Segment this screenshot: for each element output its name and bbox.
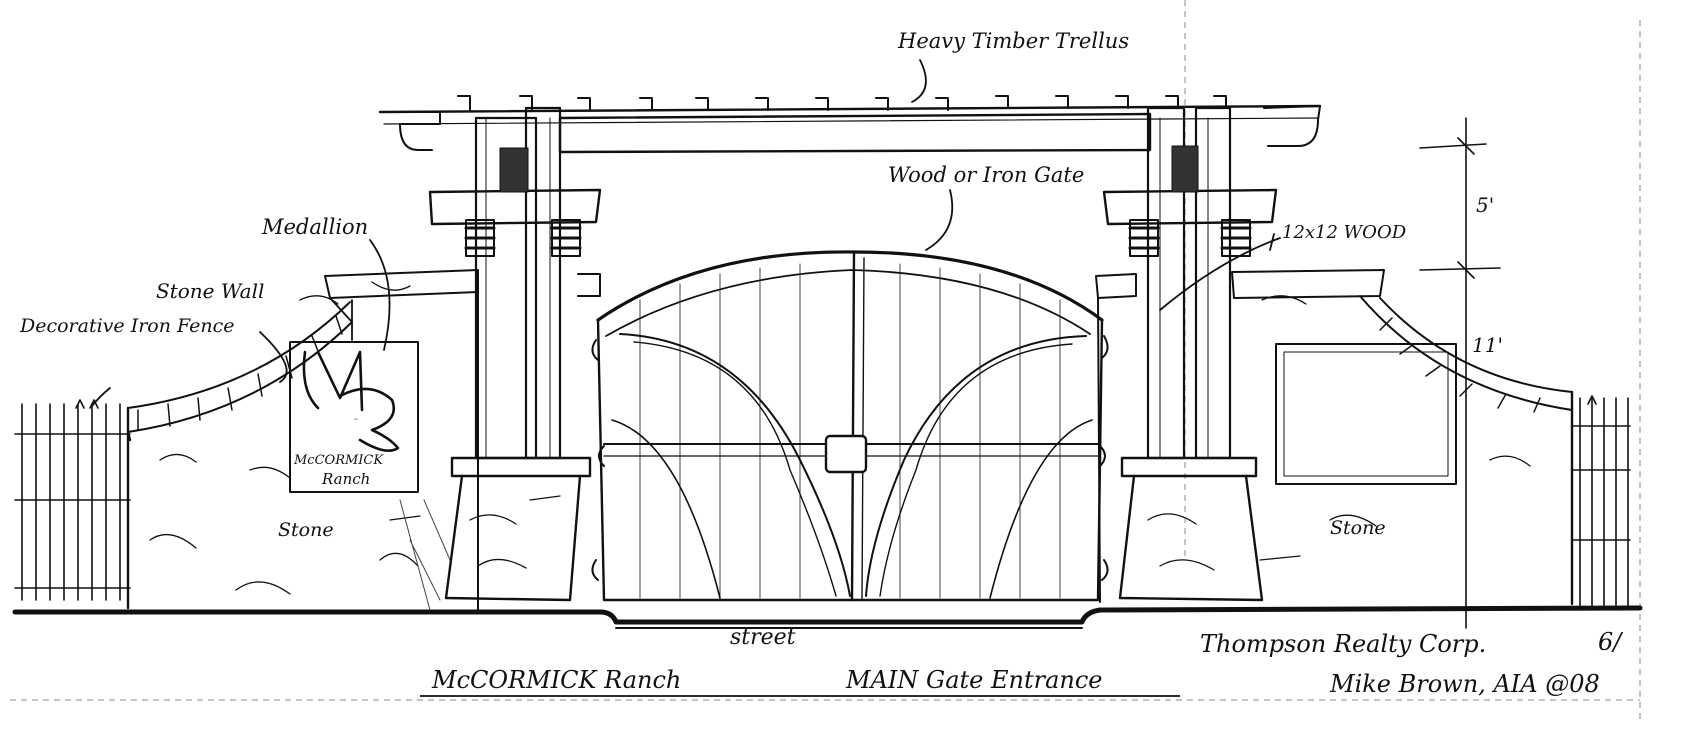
medallion-line1: McCORMICK bbox=[293, 453, 384, 468]
label-gate: Wood or Iron Gate bbox=[888, 163, 1084, 187]
pillar-left bbox=[428, 106, 602, 602]
medallion-monogram: MR bbox=[353, 419, 358, 421]
label-wood-post: 12x12 WOOD bbox=[1282, 222, 1407, 243]
client-name: Thompson Realty Corp. bbox=[1200, 630, 1486, 658]
stone-wall-right bbox=[1095, 269, 1574, 606]
label-street: street bbox=[730, 625, 796, 650]
dimension-upper: 5' bbox=[1476, 193, 1494, 217]
title-block: McCORMICK Ranch MAIN Gate Entrance Thomp… bbox=[420, 628, 1624, 698]
sheet-number: 6/ bbox=[1598, 628, 1624, 656]
label-trellis: Heavy Timber Trellus bbox=[897, 29, 1129, 53]
dimension-lower: 11' bbox=[1472, 333, 1503, 357]
pillar-right bbox=[1102, 106, 1278, 602]
medallion-line2: Ranch bbox=[321, 470, 370, 488]
label-stone-wall: Stone Wall bbox=[156, 279, 264, 303]
trellis bbox=[378, 95, 1322, 154]
label-iron-fence: Decorative Iron Fence bbox=[19, 315, 235, 337]
label-stone-right: Stone bbox=[1330, 517, 1386, 539]
iron-fence-right bbox=[1571, 395, 1631, 607]
project-title: McCORMICK Ranch bbox=[431, 666, 681, 694]
sheet-title: MAIN Gate Entrance bbox=[845, 666, 1102, 694]
dimension-lines bbox=[1419, 117, 1501, 629]
ground-line bbox=[12, 605, 1643, 629]
label-stone-left: Stone bbox=[278, 519, 334, 541]
iron-fence-left bbox=[14, 399, 131, 601]
wood-gate bbox=[591, 250, 1109, 602]
label-medallion: Medallion bbox=[261, 215, 368, 239]
label-leaders bbox=[91, 59, 1281, 407]
architect-credit: Mike Brown, AIA @08 bbox=[1329, 670, 1600, 698]
medallion-panel bbox=[289, 341, 419, 493]
stone-wall-left bbox=[126, 269, 601, 611]
